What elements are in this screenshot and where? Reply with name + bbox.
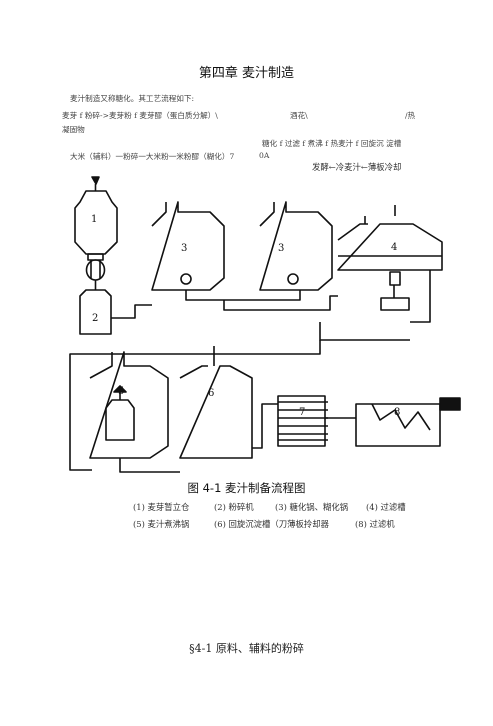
equip-num-4: 4 [391, 242, 397, 253]
equip-num-3a: 3 [181, 243, 187, 254]
equip-num-1: 1 [91, 214, 97, 225]
legend-item-5: (5) 麦汁煮沸锅 [133, 519, 190, 529]
plate-cooler [277, 395, 326, 447]
chapter-title: 第四章 麦汁制造 [198, 66, 295, 81]
flow-line-1b: 酒花\ [290, 111, 308, 120]
flow-line-1c: /热 [405, 111, 416, 120]
flow-line-4a: 大米（辅料）一粉碎一大米粉一米粉醪（糊化）7 [70, 152, 235, 161]
flow-line-2: 凝固物 [62, 125, 85, 134]
mash-tun-2 [259, 201, 333, 291]
section-heading: §4-1 原料、辅料的粉碎 [189, 642, 304, 655]
legend-item-1: (1) 麦芽暂立仓 [133, 502, 190, 512]
legend-item-6: (6) 回旋沉淀槽（刀薄板拎却器 [214, 519, 330, 529]
hopper-inlet-marker [91, 176, 100, 185]
flow-line-5: 发酵←冷麦汁←薄板冷却 [312, 162, 402, 172]
filter [355, 403, 441, 447]
malt-silo [74, 190, 118, 255]
wort-boiler [89, 351, 169, 459]
mash-tun-1 [151, 201, 225, 291]
mill [79, 289, 112, 335]
whirlpool-tank [179, 365, 253, 459]
legend-item-3: (3) 糖化锅、糊化锅 [275, 502, 349, 512]
legend-item-8: (8) 过滤机 [355, 519, 395, 529]
lauter-tun [337, 223, 443, 271]
equip-num-6: 6 [208, 388, 214, 399]
flow-line-1a: 麦芽 f 粉碎->麦芽粉 f 麦芽醪（蛋白质分解）\ [62, 111, 218, 120]
flow-line-4b: 0A [259, 151, 270, 160]
equip-num-7: 7 [299, 407, 305, 418]
figure-caption: 图 4-1 麦汁制备流程图 [187, 481, 306, 495]
legend-item-4: (4) 过滤槽 [366, 502, 406, 512]
intro-text: 麦汁制造又称糖化。其工艺流程如下: [70, 94, 195, 103]
equip-num-5: 5 [118, 386, 124, 397]
equip-num-3b: 3 [278, 243, 284, 254]
flow-line-3: 糖化 f 过滤 f 煮沸 f 热麦汁 f 回旋沉 淀槽 [262, 139, 402, 148]
legend-item-2: (2) 粉碎机 [214, 502, 254, 512]
equip-num-2: 2 [92, 313, 98, 324]
equip-num-8: 8 [394, 407, 400, 418]
